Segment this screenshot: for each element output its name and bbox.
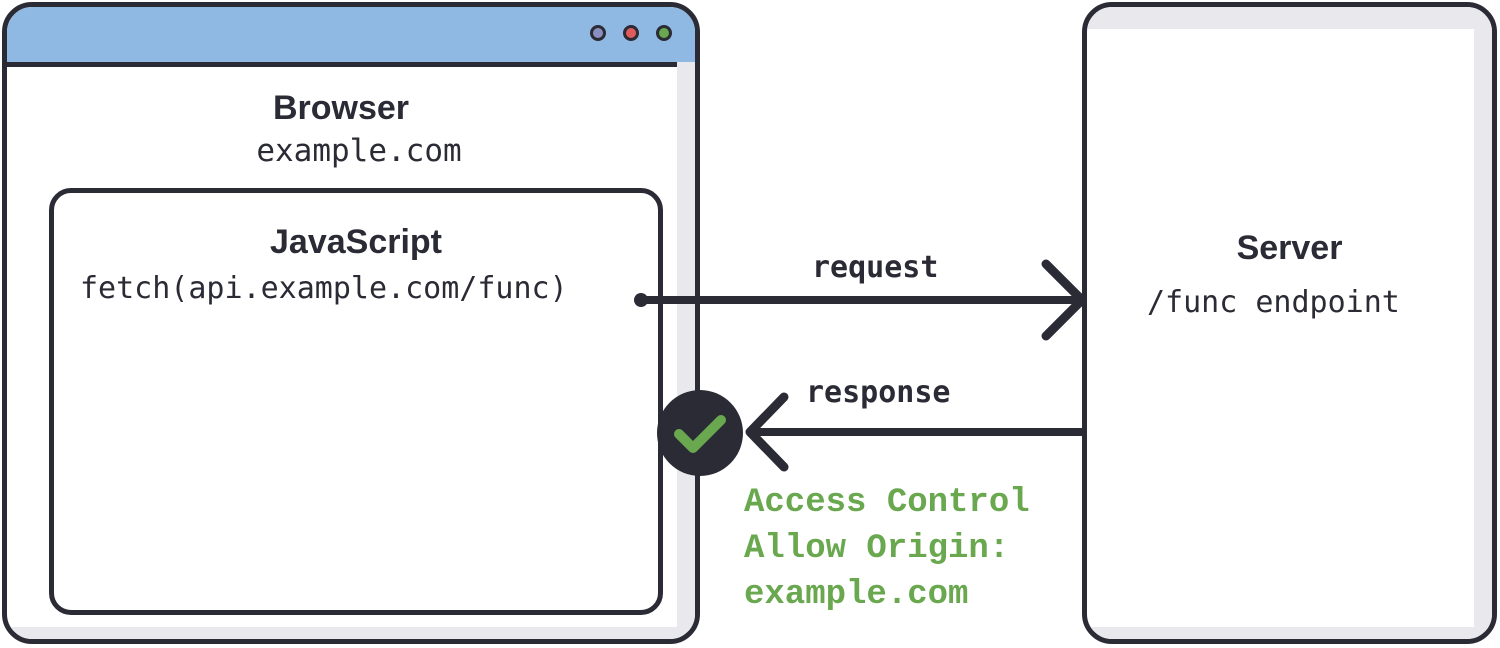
cors-header-note: Access Control Allow Origin: example.com xyxy=(744,480,1030,618)
fetch-call-code: fetch(api.example.com/func) xyxy=(80,271,568,306)
window-shade xyxy=(7,627,695,639)
window-dot-icon xyxy=(590,25,606,41)
cors-header-line: example.com xyxy=(744,576,969,614)
server-endpoint: /func endpoint xyxy=(1147,285,1400,320)
arrow-head-icon xyxy=(1041,259,1087,341)
window-dot-icon xyxy=(623,25,639,41)
window-shade xyxy=(1087,627,1492,639)
server-title: Server xyxy=(1236,229,1343,267)
javascript-box: JavaScript fetch(api.example.com/func) xyxy=(49,188,663,615)
checkmark-icon xyxy=(674,415,726,453)
window-dot-icon xyxy=(656,25,672,41)
request-label: request xyxy=(812,250,939,285)
server-window: Server /func endpoint xyxy=(1082,2,1497,644)
response-label: response xyxy=(806,375,951,410)
request-arrow xyxy=(634,259,1087,341)
browser-window: Browser example.com JavaScript fetch(api… xyxy=(2,2,700,644)
cors-header-line: Access Control xyxy=(744,484,1030,522)
browser-title: Browser xyxy=(272,89,410,127)
response-arrow xyxy=(745,392,1086,472)
javascript-title: JavaScript xyxy=(270,223,442,261)
allowed-check-badge xyxy=(657,390,743,476)
arrow-head-icon xyxy=(745,392,789,472)
cors-header-line: Allow Origin: xyxy=(744,530,1010,568)
browser-origin: example.com xyxy=(256,133,462,169)
browser-titlebar xyxy=(7,7,695,67)
